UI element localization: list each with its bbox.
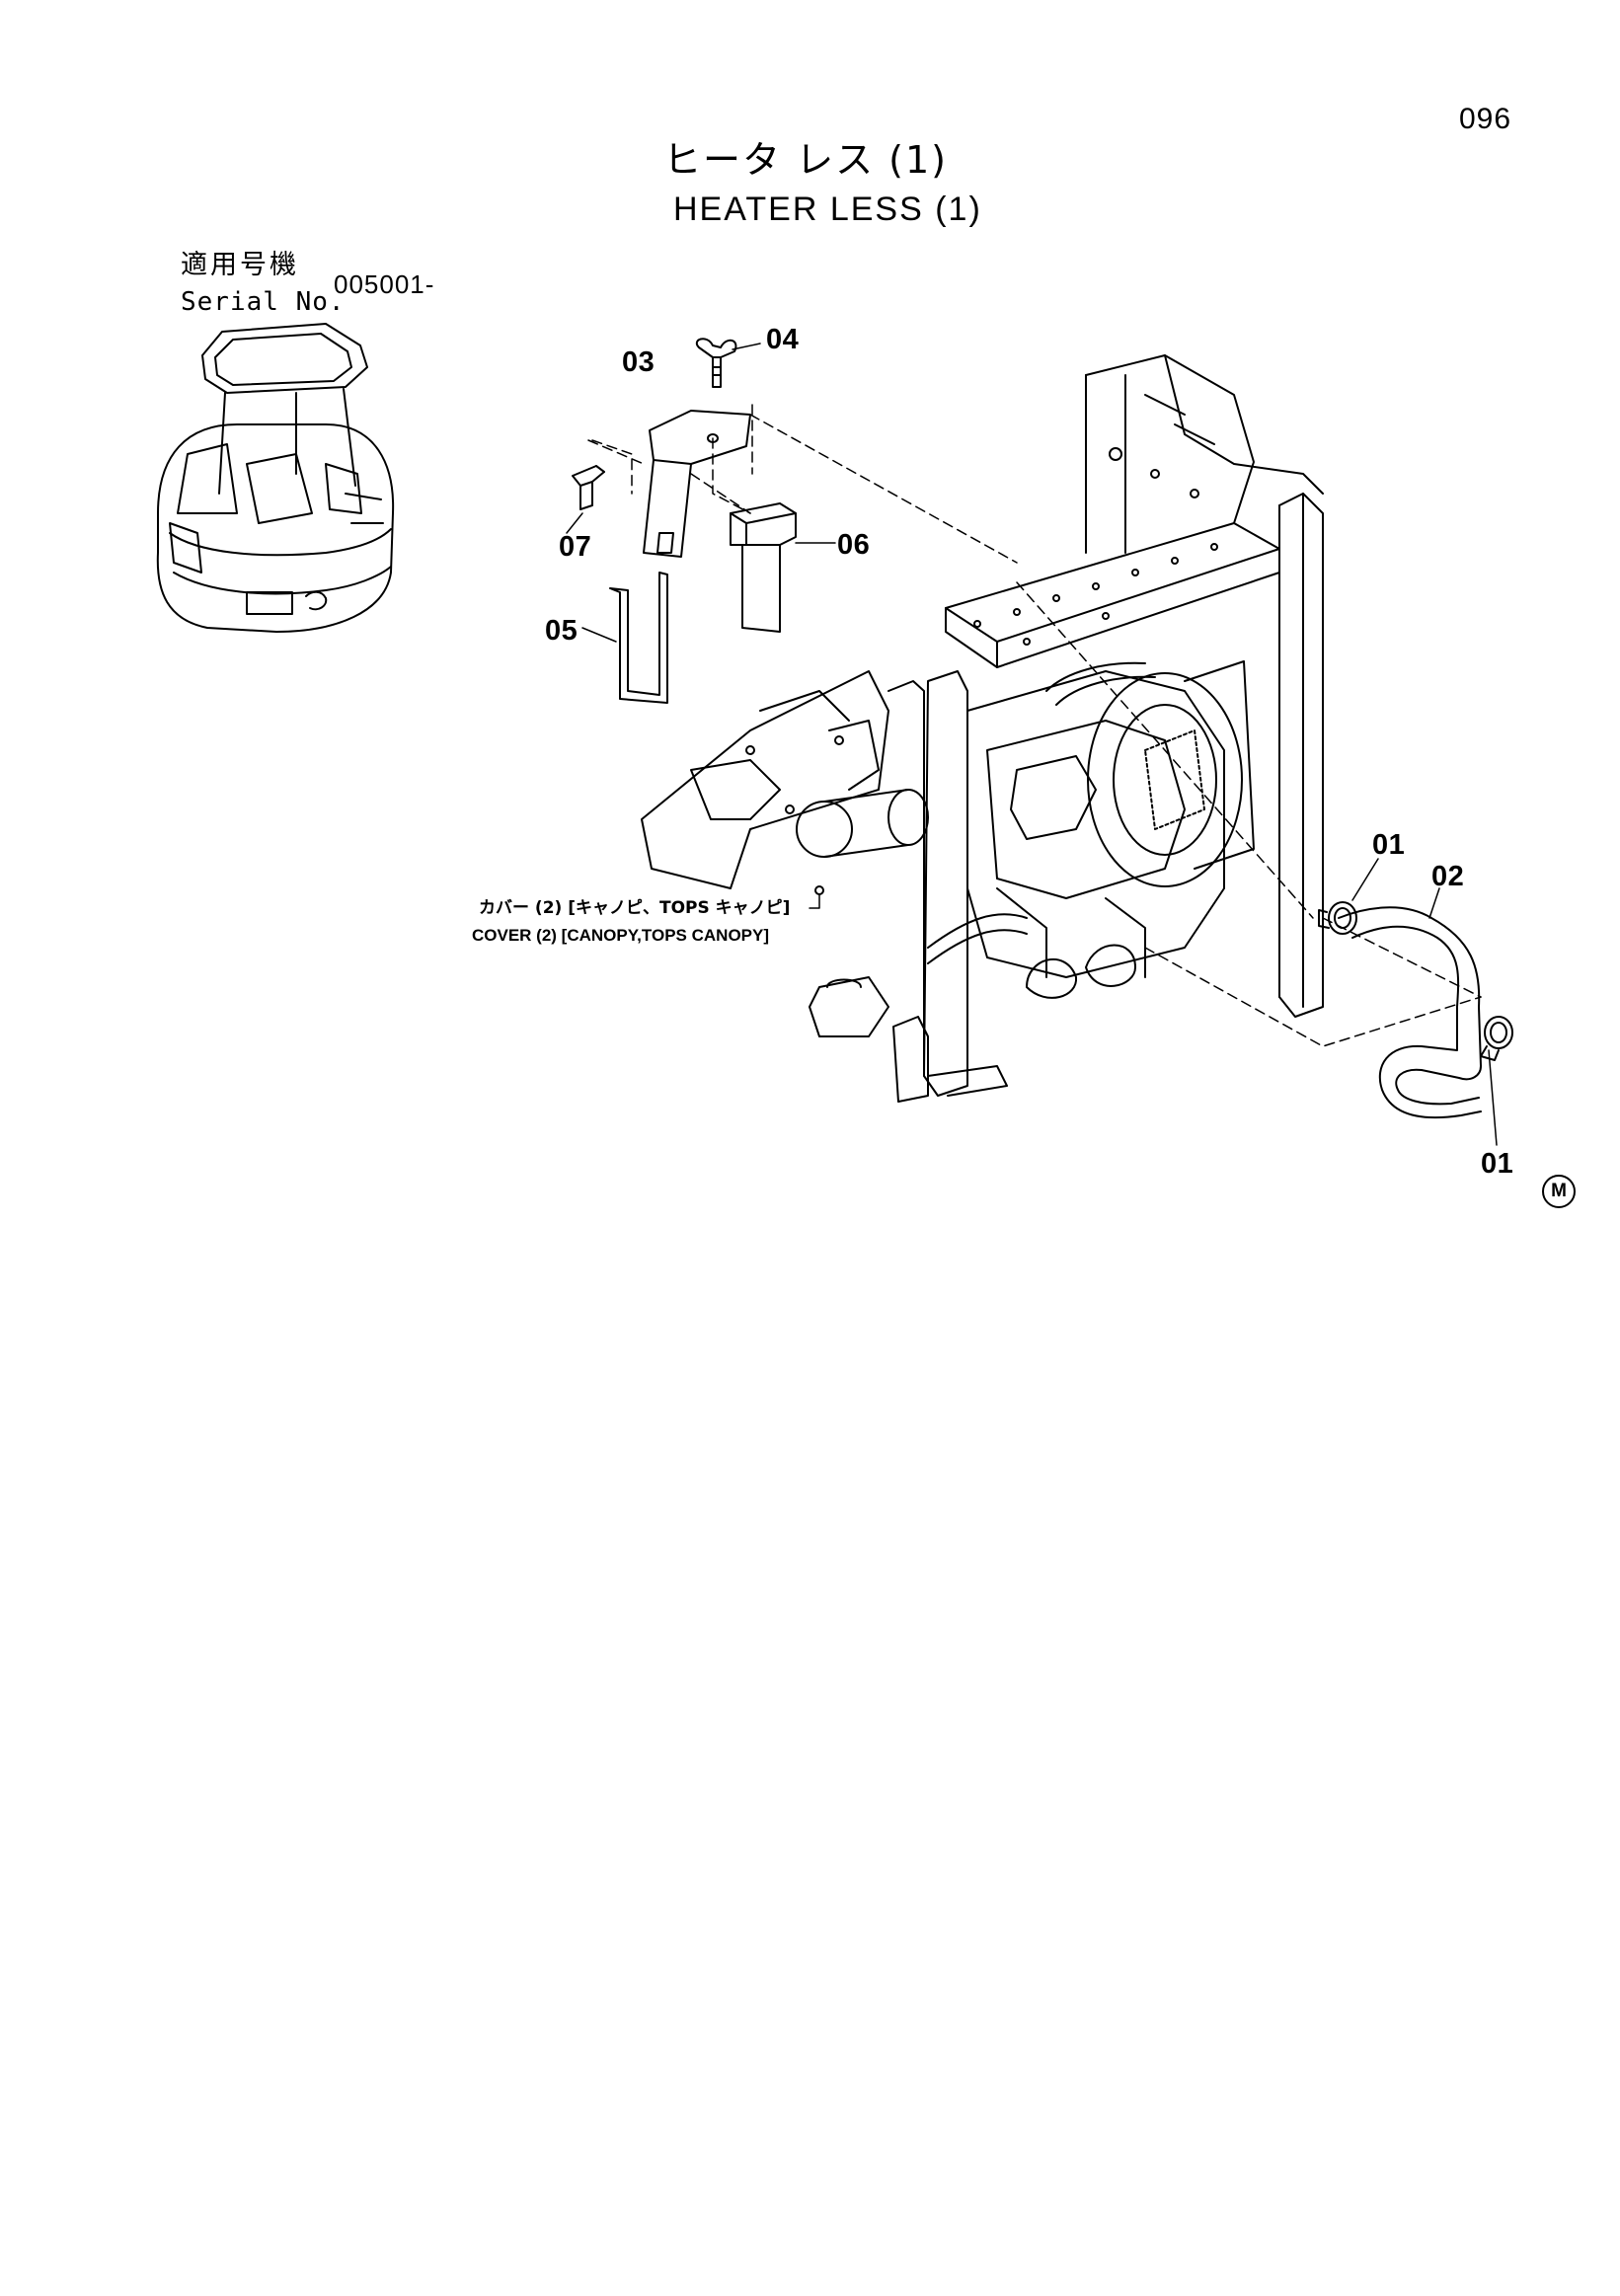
callout-04: 04 <box>766 324 800 355</box>
cover-note-leader <box>809 885 824 909</box>
part-01-clamp-upper <box>1318 858 1379 935</box>
callout-01-lower: 01 <box>1481 1148 1514 1180</box>
title-english: HEATER LESS (1) <box>673 191 982 228</box>
page-number: 096 <box>1459 103 1512 135</box>
part-01-clamp-lower <box>1480 1016 1513 1146</box>
part-03-bracket <box>643 410 751 558</box>
callout-07: 07 <box>559 531 592 563</box>
callout-01-upper: 01 <box>1372 829 1406 861</box>
frame-assembly <box>641 354 1324 1103</box>
leader-lines <box>587 404 1482 1047</box>
serial-value: 005001- <box>334 269 435 299</box>
part-04-wing-bolt <box>695 338 761 388</box>
part-07-clip <box>566 465 605 534</box>
serial-label-english: Serial No. <box>181 287 346 317</box>
callout-02: 02 <box>1431 861 1465 892</box>
callout-03: 03 <box>622 346 656 378</box>
cover-note-english: COVER (2) [CANOPY,TOPS CANOPY] <box>472 926 770 945</box>
callout-05: 05 <box>545 615 579 647</box>
title-japanese: ヒータ レス (1) <box>663 138 948 182</box>
part-02-hose <box>1338 887 1482 1119</box>
part-05-seal-strip <box>581 572 668 704</box>
m-mark-icon: M <box>1542 1175 1576 1208</box>
part-06-seal-block <box>730 502 836 633</box>
cover-note-japanese: カバー (2) [キャノピ、TOPS キャノピ] <box>479 898 791 918</box>
machine-thumbnail <box>156 323 395 633</box>
callout-06: 06 <box>837 529 871 561</box>
serial-label-japanese: 適用号機 <box>181 250 299 280</box>
